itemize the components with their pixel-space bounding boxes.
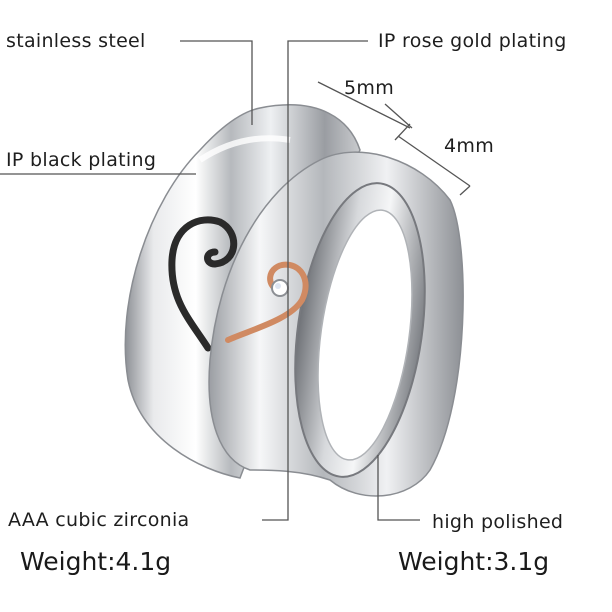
label-width-4mm: 4mm (444, 135, 495, 157)
label-stainless-steel: stainless steel (6, 30, 146, 52)
weight-right-ring: Weight:3.1g (398, 547, 550, 576)
label-ip-black-plating: IP black plating (6, 149, 157, 171)
leader-rose-gold (262, 40, 368, 521)
label-ip-rose-gold-plating: IP rose gold plating (378, 30, 567, 52)
small-ring (208, 151, 464, 497)
leader-high-polished (377, 455, 420, 521)
black-heart-half (168, 216, 238, 352)
leader-lines (0, 40, 471, 521)
weight-left-ring: Weight:4.1g (20, 547, 172, 576)
label-high-polished: high polished (432, 511, 564, 533)
label-aaa-cubic-zirconia: AAA cubic zirconia (8, 509, 190, 531)
dimension-5mm (317, 81, 411, 129)
dimension-4mm (397, 135, 471, 187)
leader-stainless-steel (180, 40, 253, 125)
rose-gold-heart-half (225, 261, 309, 343)
label-width-5mm: 5mm (344, 77, 395, 99)
